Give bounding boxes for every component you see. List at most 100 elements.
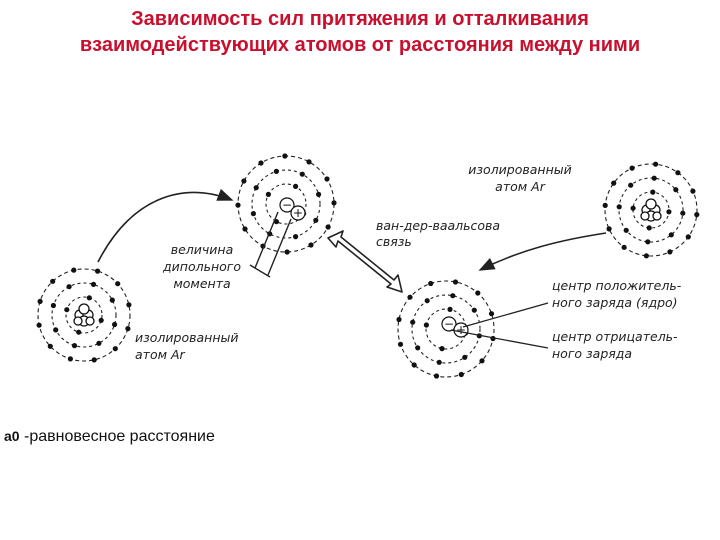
- electron: [87, 295, 92, 300]
- electron: [254, 185, 259, 190]
- label-isolated-right-1: изолированный: [468, 162, 571, 177]
- electron: [115, 281, 120, 286]
- atom-top-plus-sign: +: [293, 206, 303, 220]
- electron: [76, 330, 81, 335]
- electron: [631, 206, 636, 211]
- electron: [617, 204, 622, 209]
- electron: [396, 317, 401, 322]
- electron: [293, 234, 298, 239]
- electron: [675, 170, 680, 175]
- electron: [607, 226, 612, 231]
- electron: [415, 345, 420, 350]
- electron: [447, 307, 452, 312]
- electron: [694, 212, 699, 217]
- label-pos-center-1: центр положитель-: [552, 278, 682, 293]
- electron: [424, 322, 429, 327]
- electron: [652, 176, 657, 181]
- electron: [266, 192, 271, 197]
- electron: [38, 299, 43, 304]
- electron: [666, 209, 671, 214]
- electron: [475, 290, 480, 295]
- electron: [235, 203, 240, 208]
- label-vdw-1: ван-дер-ваальсова: [376, 218, 500, 233]
- electron: [434, 373, 439, 378]
- electron: [479, 358, 484, 363]
- electron: [462, 355, 467, 360]
- atom-bottom-polarized: − +: [396, 279, 495, 378]
- electron: [72, 343, 77, 348]
- electron: [645, 239, 650, 244]
- electron: [453, 279, 458, 284]
- label-neg-center-2: ного заряда: [552, 346, 632, 361]
- electron: [398, 342, 403, 347]
- electron: [112, 322, 117, 327]
- label-dipole-3: момента: [173, 276, 230, 291]
- electron: [95, 269, 100, 274]
- electron: [258, 160, 263, 165]
- electron: [624, 228, 629, 233]
- electron: [644, 253, 649, 258]
- electron: [472, 308, 477, 313]
- electron: [306, 159, 311, 164]
- electron: [603, 203, 608, 208]
- atom-left-nucleus: [74, 304, 94, 326]
- electron: [611, 181, 616, 186]
- label-neg-center-1: центр отрицатель-: [552, 329, 678, 344]
- electron: [67, 284, 72, 289]
- label-vdw-2: связь: [376, 234, 412, 249]
- electron: [690, 189, 695, 194]
- electron: [647, 225, 652, 230]
- electron: [630, 166, 635, 171]
- electron: [300, 172, 305, 177]
- dipole-moment-bracket: [250, 212, 291, 277]
- arrow-right-to-bottom: [480, 233, 606, 270]
- electron: [71, 268, 76, 273]
- electron: [91, 282, 96, 287]
- electron: [251, 211, 256, 216]
- atom-right-nucleus: [641, 199, 661, 221]
- electron: [274, 169, 279, 174]
- electron: [673, 187, 678, 192]
- atom-bottom-plus-sign: +: [456, 323, 466, 337]
- electron: [48, 344, 53, 349]
- atom-bottom-minus-sign: −: [444, 317, 454, 331]
- electron: [622, 245, 627, 250]
- electron: [437, 360, 442, 365]
- electron: [308, 242, 313, 247]
- atom-top-polarized: − +: [235, 153, 336, 254]
- electron: [242, 226, 247, 231]
- electron: [53, 327, 58, 332]
- electron: [425, 298, 430, 303]
- caption-symbol: a0: [4, 428, 20, 444]
- electron: [51, 303, 56, 308]
- label-pos-center-2: ного заряда (ядро): [552, 295, 678, 310]
- label-isolated-left-1: изолированный: [135, 330, 238, 345]
- electron: [126, 302, 131, 307]
- electron: [324, 176, 329, 181]
- caption-text: -равновесное расстояние: [20, 428, 215, 445]
- atom-right-isolated: [603, 162, 700, 259]
- label-isolated-left-2: атом Ar: [135, 347, 186, 362]
- electron: [113, 346, 118, 351]
- electron: [669, 232, 674, 237]
- electron: [68, 356, 73, 361]
- electron: [125, 326, 130, 331]
- electron: [326, 224, 331, 229]
- electron: [628, 183, 633, 188]
- electron: [50, 279, 55, 284]
- electron: [92, 357, 97, 362]
- electron: [241, 178, 246, 183]
- electron: [110, 298, 115, 303]
- electron: [37, 323, 42, 328]
- electron: [64, 307, 69, 312]
- label-isolated-right-2: атом Ar: [495, 179, 546, 194]
- electron: [450, 293, 455, 298]
- electron: [285, 249, 290, 254]
- electron: [680, 211, 685, 216]
- electron: [96, 341, 101, 346]
- electron: [282, 153, 287, 158]
- electron: [410, 320, 415, 325]
- electron: [428, 281, 433, 286]
- electron: [439, 346, 444, 351]
